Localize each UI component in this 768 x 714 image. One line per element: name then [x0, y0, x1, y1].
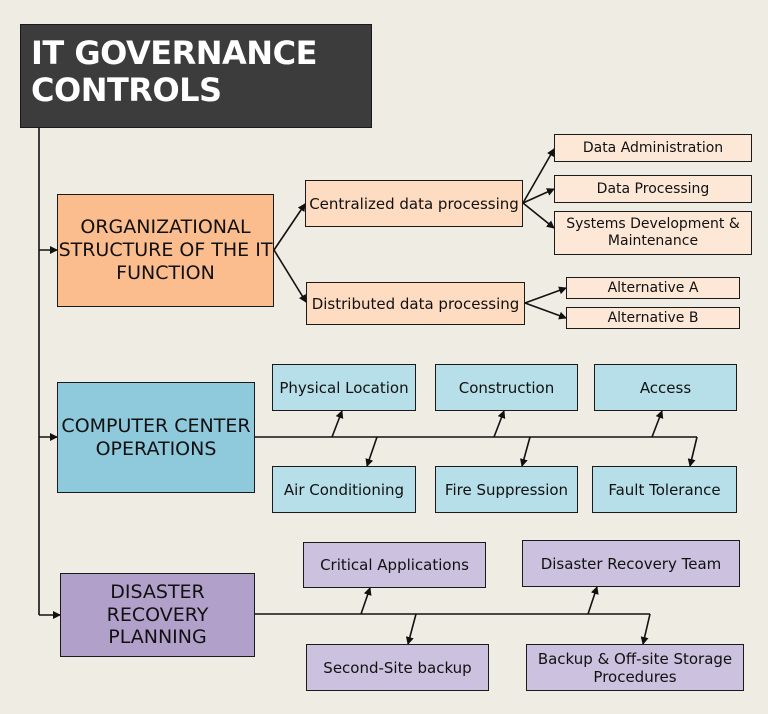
- arrow-to-fault: [687, 436, 698, 467]
- arrow-to-access: [651, 410, 664, 438]
- arrow-to-sys-dev: [522, 202, 555, 229]
- arrow-to-physical: [331, 410, 344, 438]
- fault-tolerance-box: Fault Tolerance: [592, 466, 737, 513]
- arrow-to-critical: [360, 587, 372, 615]
- arrow-to-data-processing: [522, 188, 555, 204]
- air-conditioning-box: Air Conditioning: [272, 466, 416, 513]
- disaster-recovery-team-box: Disaster Recovery Team: [522, 540, 740, 587]
- data-administration-box: Data Administration: [554, 134, 752, 162]
- arrow-to-air: [365, 436, 378, 467]
- centralized-processing-box: Centralized data processing: [305, 180, 523, 227]
- arrow-to-backup: [640, 613, 651, 645]
- arrow-to-alt-b: [524, 302, 567, 320]
- arrow-to-data-admin: [522, 148, 555, 204]
- construction-box: Construction: [435, 364, 578, 411]
- backup-offsite-storage-box: Backup & Off-site Storage Procedures: [526, 644, 744, 691]
- second-site-backup-box: Second-Site backup: [306, 644, 489, 691]
- alternative-b-box: Alternative B: [566, 307, 740, 329]
- page-title: IT GOVERNANCE CONTROLS: [20, 24, 372, 128]
- arrow-to-distributed: [273, 249, 307, 303]
- org-structure-box: ORGANIZATIONAL STRUCTURE OF THE IT FUNCT…: [57, 194, 274, 307]
- arrow-to-fire: [520, 436, 531, 467]
- arrow-to-centralized: [273, 203, 306, 251]
- alternative-a-box: Alternative A: [566, 277, 740, 299]
- arrow-to-alt-a: [524, 286, 567, 304]
- disaster-recovery-planning-box: DISASTER RECOVERY PLANNING: [60, 573, 255, 657]
- arrow-to-second-site: [405, 613, 417, 645]
- data-processing-box: Data Processing: [554, 175, 752, 203]
- arrow-to-team: [587, 586, 599, 615]
- access-box: Access: [594, 364, 737, 411]
- critical-applications-box: Critical Applications: [303, 542, 486, 588]
- arrow-to-construction: [493, 410, 506, 438]
- distributed-processing-box: Distributed data processing: [306, 282, 525, 325]
- fire-suppression-box: Fire Suppression: [435, 466, 578, 513]
- physical-location-box: Physical Location: [272, 364, 416, 411]
- systems-development-box: Systems Development & Maintenance: [554, 211, 752, 255]
- computer-center-operations-box: COMPUTER CENTER OPERATIONS: [57, 382, 255, 493]
